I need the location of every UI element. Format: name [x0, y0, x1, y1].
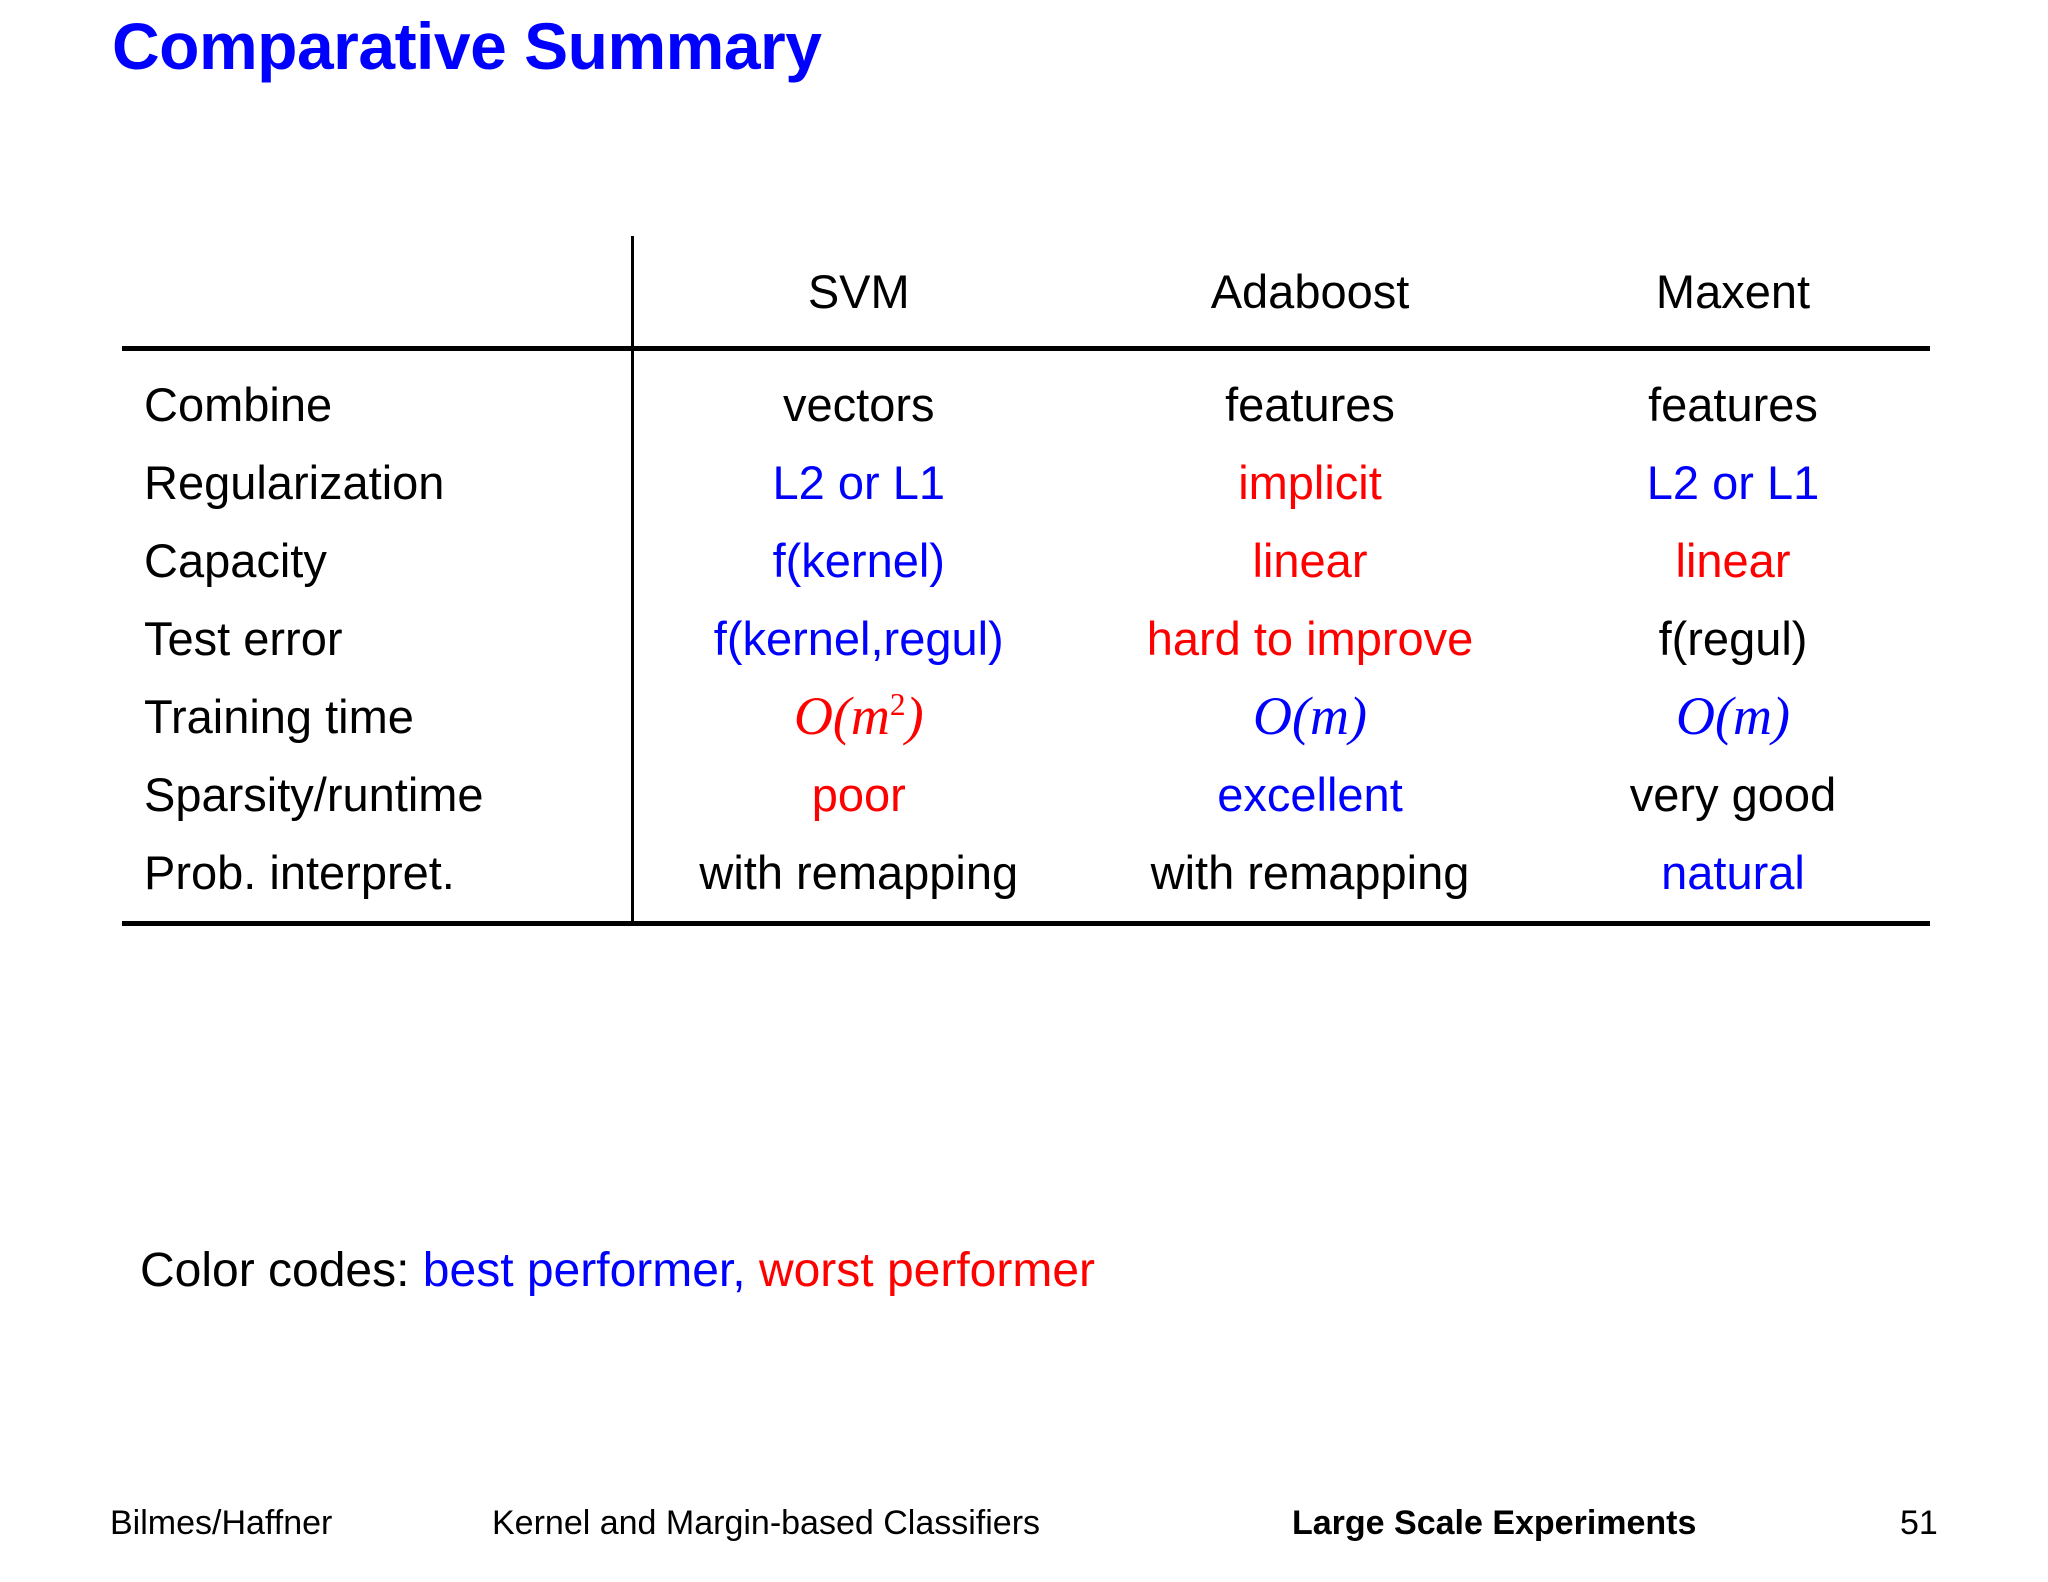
- complexity-base: O(m: [1676, 686, 1772, 746]
- table-cell: f(kernel): [772, 533, 945, 587]
- complexity-base: O(m: [1253, 686, 1349, 746]
- column-header-rowlabel: [122, 236, 634, 349]
- table-cell: with remapping: [1084, 833, 1536, 926]
- complexity-notation: O(m2): [794, 686, 924, 746]
- table-cell: implicit: [1238, 455, 1382, 509]
- table-cell: L2 or L1: [1646, 455, 1820, 509]
- table-cell: with remapping: [632, 833, 1084, 926]
- table-cell: vectors: [632, 346, 1084, 443]
- table-row: Sparsity/runtime poor excellent very good: [122, 755, 1930, 833]
- slide-footer: Bilmes/Haffner Kernel and Margin-based C…: [0, 1504, 2048, 1564]
- legend-worst-performer: worst performer: [758, 1244, 1096, 1297]
- footer-section: Large Scale Experiments: [1292, 1504, 1697, 1542]
- complexity-exponent: 2: [889, 687, 906, 722]
- table-cell: L2 or L1: [772, 455, 945, 509]
- table-cell: O(m2): [632, 677, 1084, 755]
- table-cell: O(m): [1084, 677, 1536, 755]
- color-codes-legend: Color codes: best performer, worst perfo…: [140, 1243, 1095, 1298]
- row-label: Training time: [122, 677, 634, 755]
- row-label: Capacity: [122, 521, 634, 599]
- complexity-notation: O(m): [1253, 686, 1367, 746]
- table-cell: hard to improve: [1146, 611, 1474, 665]
- footer-page-number: 51: [1900, 1504, 1938, 1542]
- table-row: Regularization L2 or L1 implicit L2 or L1: [122, 443, 1930, 521]
- table-header-row: SVM Adaboost Maxent: [122, 236, 1930, 349]
- table-cell: poor: [811, 767, 906, 821]
- table-cell: f(kernel,regul): [713, 611, 1004, 665]
- table-cell: very good: [1629, 767, 1837, 821]
- legend-separator: ,: [732, 1244, 759, 1297]
- column-header-svm: SVM: [807, 264, 910, 318]
- table-row: Test error f(kernel,regul) hard to improve…: [122, 599, 1930, 677]
- complexity-notation: O(m): [1676, 686, 1790, 746]
- table-header: SVM Adaboost Maxent: [122, 236, 1930, 349]
- complexity-base: O(m: [793, 686, 890, 746]
- complexity-close-paren: ): [905, 686, 924, 746]
- column-header-adaboost: Adaboost: [1210, 264, 1410, 318]
- complexity-close-paren: ): [1772, 686, 1790, 746]
- table-cell: linear: [1675, 533, 1791, 587]
- table-cell: f(regul): [1658, 611, 1808, 665]
- legend-best-performer: best performer: [422, 1244, 733, 1297]
- row-label: Combine: [122, 346, 634, 443]
- row-label: Prob. interpret.: [122, 833, 634, 926]
- table-cell: natural: [1536, 833, 1930, 926]
- table-row: Capacity f(kernel) linear linear: [122, 521, 1930, 599]
- table-cell: linear: [1252, 533, 1368, 587]
- complexity-close-paren: ): [1349, 686, 1367, 746]
- table-cell: features: [1536, 346, 1930, 443]
- footer-course: Kernel and Margin-based Classifiers: [492, 1504, 1041, 1542]
- row-label: Test error: [122, 599, 634, 677]
- table-cell: O(m): [1536, 677, 1930, 755]
- row-label: Sparsity/runtime: [122, 755, 634, 833]
- table-cell: features: [1084, 346, 1536, 443]
- footer-author: Bilmes/Haffner: [110, 1504, 333, 1542]
- legend-prefix: Color codes:: [140, 1244, 423, 1297]
- row-label: Regularization: [122, 443, 634, 521]
- table-cell: excellent: [1217, 767, 1403, 821]
- page-title: Comparative Summary: [112, 9, 822, 83]
- column-header-maxent: Maxent: [1655, 264, 1811, 318]
